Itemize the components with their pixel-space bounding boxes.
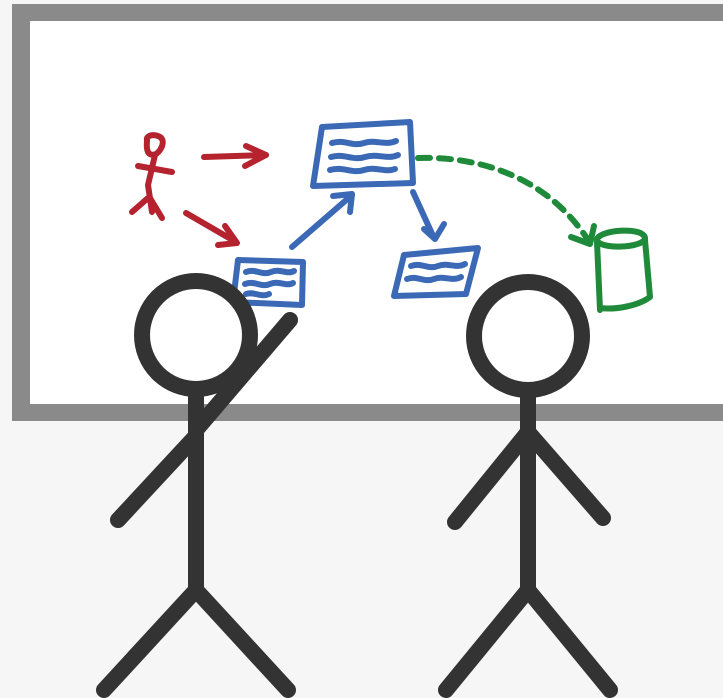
stick-figure-left-arm	[118, 436, 196, 520]
whiteboard	[12, 4, 723, 421]
stick-figure-left-legs	[104, 590, 288, 690]
stick-figure-right-legs	[446, 590, 610, 690]
